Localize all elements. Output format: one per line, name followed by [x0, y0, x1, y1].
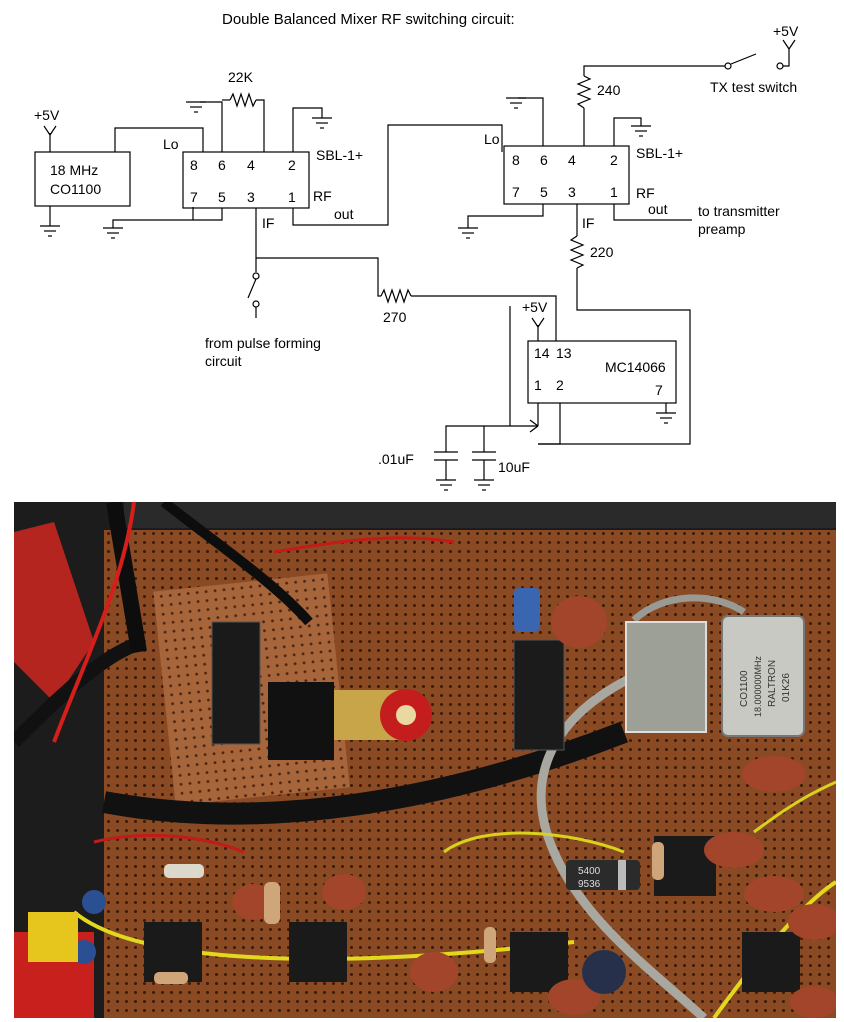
capacitor-001uf: .01uF: [378, 451, 458, 491]
osc-marking-2: 18.000000MHz: [753, 655, 763, 717]
ic-pin14: 14: [534, 345, 550, 361]
mixer1-pin2: 2: [288, 157, 296, 173]
mixer2-pin4: 4: [568, 152, 576, 168]
osc-marking-1: CO1100: [739, 670, 750, 707]
mixer2-pin8: 8: [512, 152, 520, 168]
ic-chip: [513, 639, 565, 751]
mixer1-pin8: 8: [190, 157, 198, 173]
mixer2-name: SBL-1+: [636, 145, 683, 161]
tx-switch-supply-label: +5V: [773, 23, 799, 39]
mixer-2: 8 6 4 2 7 5 3 1 SBL-1+ Lo IF RF out: [458, 65, 725, 445]
oscillator-freq-label: 18 MHz: [50, 162, 98, 178]
ic-chip: [268, 682, 334, 760]
diode-marking-2: 9536: [578, 879, 601, 890]
resistor-270-label: 270: [383, 309, 407, 325]
ic-pin13: 13: [556, 345, 572, 361]
ic-chip: [510, 932, 568, 992]
mixer2-pin6: 6: [540, 152, 548, 168]
ic-pin2: 2: [556, 377, 564, 393]
ic-pin1: 1: [534, 377, 542, 393]
mixer1-pin4: 4: [247, 157, 255, 173]
mixer2-rf-label: RF: [636, 185, 655, 201]
mc14066-switch-ic: 14 13 MC14066 1 2 7 +5V: [445, 299, 677, 452]
oscillator-can: CO1100 18.000000MHz RALTRON 01K26: [721, 615, 805, 737]
mixer1-pin7: 7: [190, 189, 198, 205]
diagram-title: Double Balanced Mixer RF switching circu…: [222, 11, 515, 28]
pulse-source-label-2: circuit: [205, 353, 242, 369]
ic-name: MC14066: [605, 359, 666, 375]
tx-test-switch: +5V TX test switch: [710, 23, 799, 95]
oscillator: 18 MHz CO1100 +5V: [34, 107, 223, 239]
oscillator-supply-label: +5V: [34, 107, 60, 123]
preamp-label-1: to transmitter: [698, 203, 780, 219]
mixer1-name: SBL-1+: [316, 147, 363, 163]
ic-chip: [211, 621, 261, 745]
diode-marking-1: 5400: [578, 866, 601, 877]
diode: 5400 9536: [566, 860, 640, 890]
mixer2-lo-label: Lo: [484, 131, 500, 147]
oscillator-part-label: CO1100: [50, 181, 101, 197]
osc-marking-3: RALTRON: [767, 660, 778, 707]
mixer2-pin7: 7: [512, 184, 520, 200]
ic-chip: [289, 922, 347, 982]
mixer1-lo-label: Lo: [163, 136, 179, 152]
mixer-module: [625, 621, 707, 733]
mixer2-pin1: 1: [610, 184, 618, 200]
resistor-220-label: 220: [590, 244, 614, 260]
mixer1-if-label: IF: [262, 215, 274, 231]
ic-pin7: 7: [655, 382, 663, 398]
mixer2-pin5: 5: [540, 184, 548, 200]
ic-supply-label: +5V: [522, 299, 548, 315]
mixer2-pin2: 2: [610, 152, 618, 168]
schematic-diagram: Double Balanced Mixer RF switching circu…: [34, 11, 799, 491]
capacitor-001uf-label: .01uF: [378, 451, 414, 467]
capacitor-10uf: 10uF: [472, 451, 530, 491]
electrolytic-capacitor: [514, 588, 540, 632]
osc-marking-4: 01K26: [781, 673, 792, 702]
resistors: [154, 842, 664, 984]
mixer1-pin5: 5: [218, 189, 226, 205]
ic-chip: [742, 932, 800, 992]
mixer1-pin1: 1: [288, 189, 296, 205]
mixer-1: 8 6 4 2 7 5 3 1 SBL-1+ Lo IF RF out: [163, 92, 503, 272]
preamp-label-2: preamp: [698, 221, 746, 237]
mixer2-pin3: 3: [568, 184, 576, 200]
mixer2-if-label: IF: [582, 215, 594, 231]
mixer1-pin6: 6: [218, 157, 226, 173]
pulse-input-switch: from pulse forming circuit: [205, 257, 557, 369]
circuit-board-photo: CO1100 18.000000MHz RALTRON 01K26 5400 9…: [14, 502, 836, 1018]
mixer1-rf-label: RF: [313, 188, 332, 204]
capacitor-10uf-label: 10uF: [498, 459, 530, 475]
tx-switch-label: TX test switch: [710, 79, 797, 95]
resistor-240-label: 240: [597, 82, 621, 98]
mixer2-out-label: out: [648, 201, 668, 217]
mixer1-out-label: out: [334, 206, 354, 222]
resistor-22k-label: 22K: [228, 69, 254, 85]
pulse-source-label-1: from pulse forming: [205, 335, 321, 351]
mixer1-pin3: 3: [247, 189, 255, 205]
